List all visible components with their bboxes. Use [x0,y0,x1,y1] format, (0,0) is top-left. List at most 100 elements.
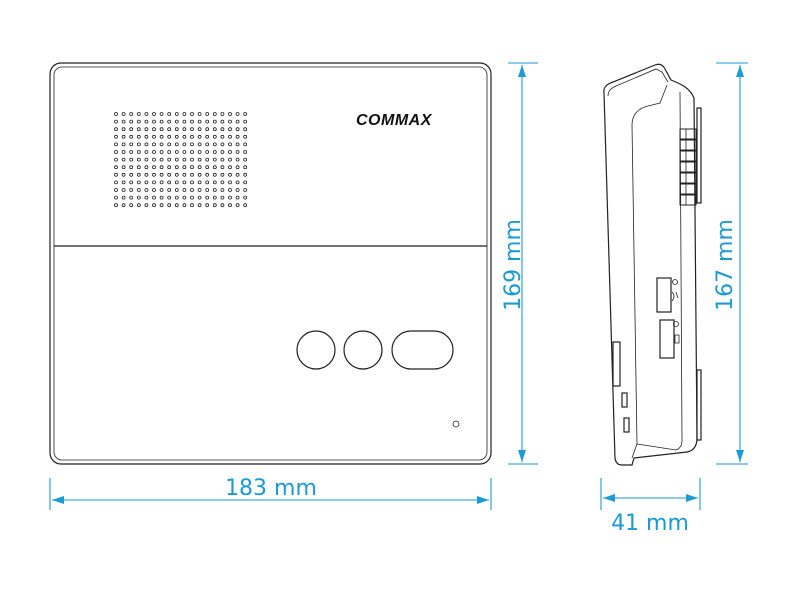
grille-hole [190,165,194,170]
grille-hole [129,172,134,177]
grille-hole [228,127,232,132]
grille-hole [129,119,134,124]
grille-hole [205,134,210,139]
handset-jack[interactable] [656,277,672,313]
grille-hole [220,127,225,132]
side-wall-bracket-lower [696,369,702,441]
grille-hole [190,195,194,200]
grille-hole [220,134,225,139]
grille-hole [114,150,118,154]
call-button-2[interactable] [343,330,383,370]
grille-hole [129,203,134,208]
grille-hole [167,112,172,116]
grille-hole [182,142,187,147]
grille-hole [121,112,126,116]
grille-hole [197,180,202,185]
grille-hole [174,188,179,192]
grille-hole [129,127,134,132]
grille-hole [197,165,202,170]
grille-hole [174,157,179,162]
grille-hole [167,172,172,177]
line-jack[interactable] [659,319,675,359]
grille-hole [144,172,149,177]
grille-hole [197,142,202,147]
terminal-block [679,128,697,206]
terminal-slot [679,172,697,184]
grille-hole [190,112,194,116]
grille-hole [197,172,202,177]
grille-hole [136,142,141,147]
grille-hole [197,195,202,200]
grille-hole [243,165,248,170]
grille-hole [212,142,217,147]
grille-hole [152,112,156,116]
grille-hole [174,180,179,185]
grille-hole [152,127,156,132]
grille-hole [114,188,118,192]
grille-hole [212,203,217,208]
grille-hole [182,195,187,200]
grille-hole [190,142,194,147]
grille-hole [114,157,118,162]
grille-hole [159,142,164,147]
grille-hole [197,157,202,162]
grille-hole [190,172,194,177]
grille-hole [235,180,240,185]
grille-hole [152,142,156,147]
grille-hole [243,203,248,208]
front-inner-edge [53,66,488,461]
grille-hole [121,203,126,208]
grille-hole [136,172,141,177]
grille-hole [167,195,172,200]
grille-hole [197,134,202,139]
grille-hole [144,188,149,192]
grille-hole [167,165,172,170]
grille-hole [121,142,126,147]
grille-hole [228,172,232,177]
grille-hole [220,203,225,208]
grille-hole [129,134,134,139]
grille-hole [220,119,225,124]
grille-hole [121,134,126,139]
grille-hole [182,180,187,185]
grille-hole [220,188,225,192]
grille-hole [144,134,149,139]
side-housing-outline [603,63,698,466]
grille-hole [136,203,141,208]
dimension-width: 183 mm [49,476,492,510]
side-foot [623,417,630,433]
grille-hole [243,180,248,185]
grille-hole [167,127,172,132]
jack-indicator-icon [672,279,678,285]
grille-hole [212,172,217,177]
grille-hole [129,195,134,200]
grille-hole [220,157,225,162]
grille-hole [235,172,240,177]
grille-hole [114,180,118,185]
grille-hole [197,203,202,208]
grille-hole [136,157,141,162]
terminal-slot [679,183,697,195]
grille-hole [235,188,240,192]
grille-hole [129,150,134,154]
grille-hole [220,165,225,170]
grille-hole [190,203,194,208]
grille-hole [144,112,149,116]
brand-logo: COMMAX [356,112,433,129]
grille-hole [190,119,194,124]
call-button-1[interactable] [296,330,336,370]
talk-button[interactable] [391,330,454,370]
grille-hole [121,172,126,177]
grille-hole [212,195,217,200]
grille-hole [205,180,210,185]
grille-hole [159,195,164,200]
grille-hole [205,165,210,170]
grille-hole [220,112,225,116]
grille-hole [167,157,172,162]
grille-hole [235,150,240,154]
grille-hole [174,203,179,208]
side-slide-switch[interactable] [612,341,621,387]
grille-hole [121,188,126,192]
